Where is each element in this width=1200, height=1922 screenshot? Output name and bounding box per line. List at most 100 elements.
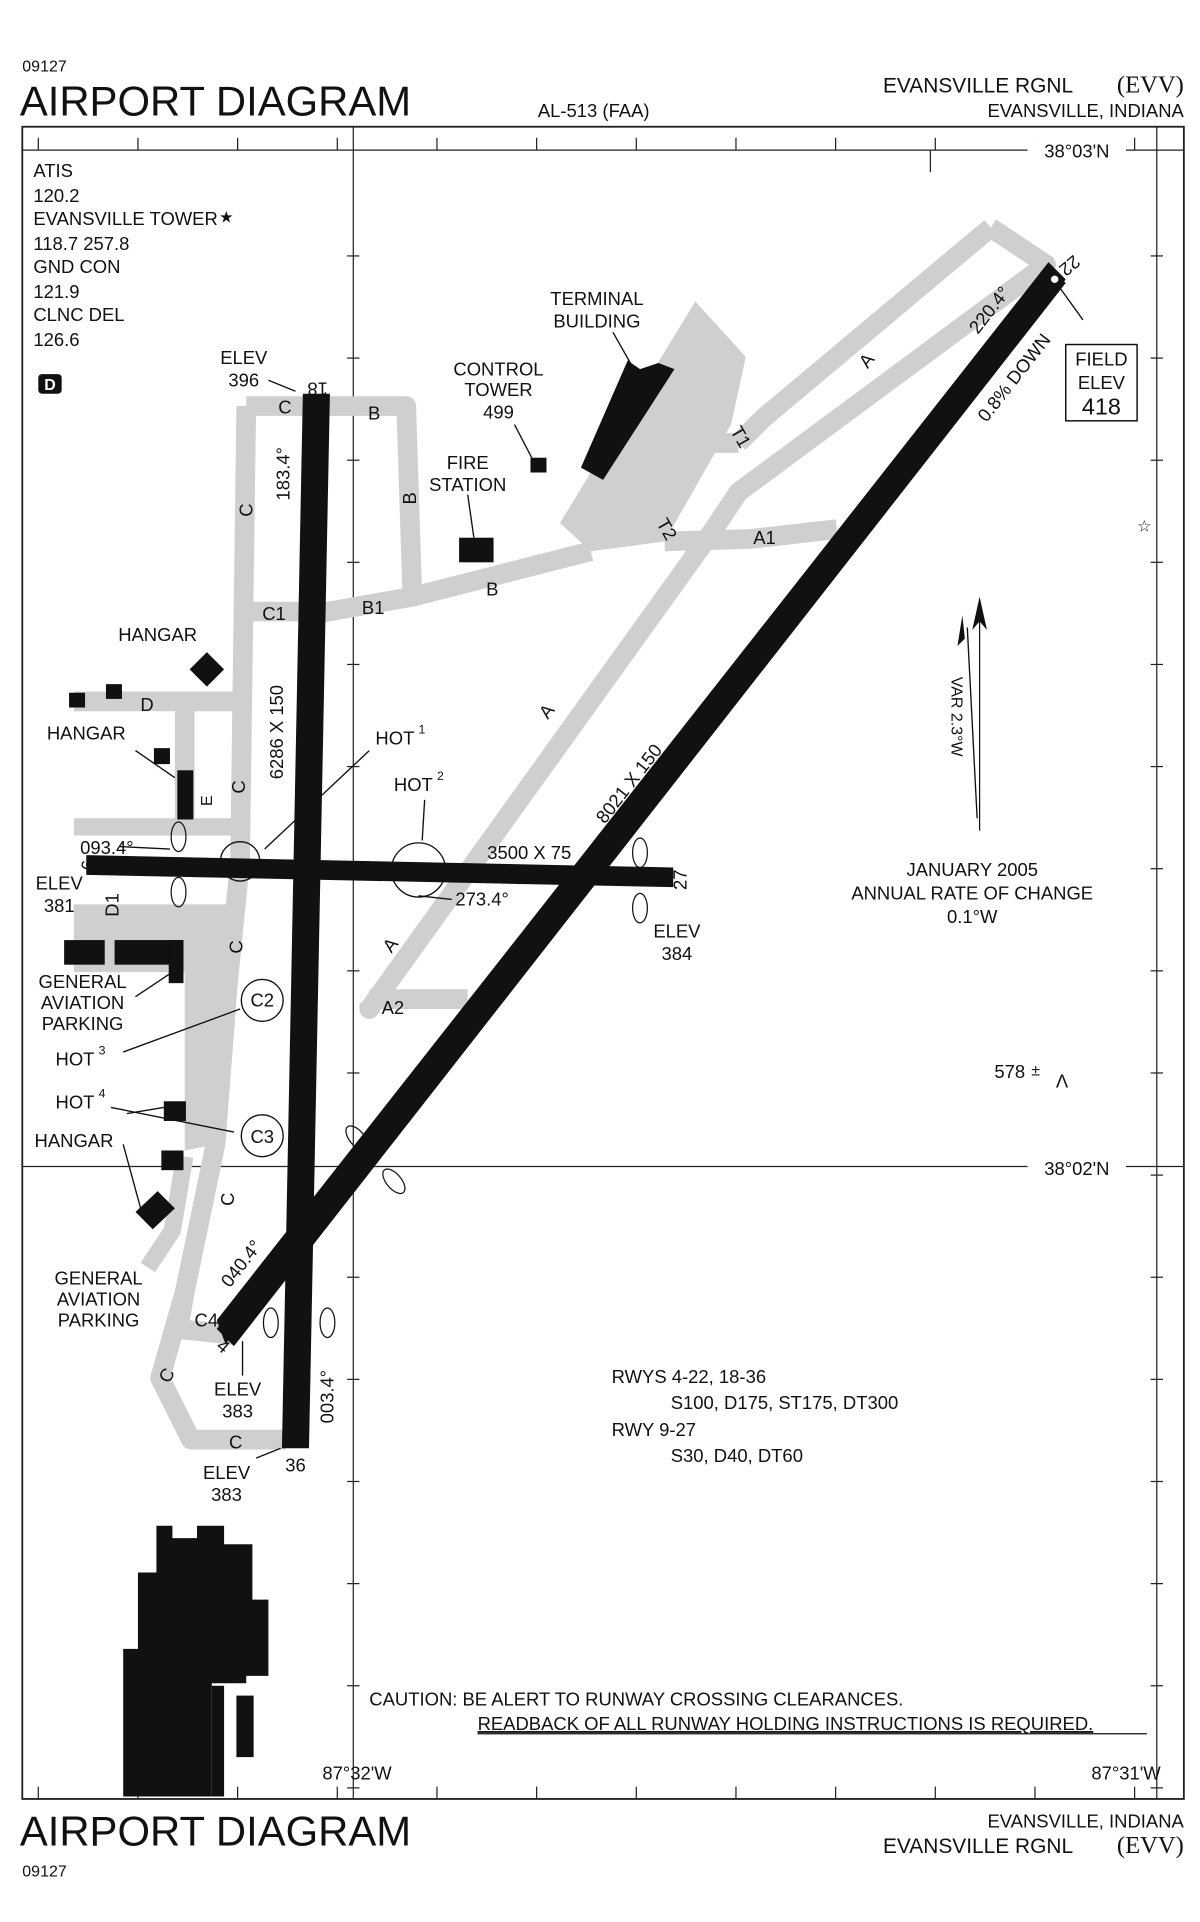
taxiway-c3-label: C3 [250,1126,274,1147]
taxiway-c-label-4: C [226,940,247,953]
taxiway-b1-label: B1 [362,597,385,618]
elev-18-value: 396 [228,369,259,390]
strength-rwys-1: RWYS 4-22, 18-36 [612,1366,766,1387]
rwy-36-label: 36 [285,1455,306,1476]
taxiway-e-label: E [199,795,216,806]
taxiway-a2-label: A2 [382,997,405,1018]
taxiway-c1-label: C1 [262,603,286,624]
obstacle-icon: Λ [1056,1071,1069,1092]
freq-tower-label: EVANSVILLE TOWER [33,208,217,229]
beacon-star-icon: ☆ [1137,519,1151,536]
elev-36-value: 383 [211,1484,242,1505]
hot-spot-2-num: 2 [437,769,444,783]
terminal-apron [560,301,746,552]
taxiway-a-label: A [854,348,879,371]
taxiway-a-label-2: A [534,699,559,722]
field-elev-label-1: FIELD [1075,348,1127,369]
taxiway-c-label: C [278,396,291,417]
hangar-label-1: HANGAR [118,624,197,645]
frequency-list: ATIS 120.2 EVANSVILLE TOWER ★ 118.7 257.… [33,160,233,350]
field-elev-value: 418 [1082,394,1121,420]
elev-36-label: ELEV [203,1462,251,1483]
tower-label-1: CONTROL [453,358,543,379]
true-north-arrow-icon [972,596,987,631]
hangar [189,652,225,687]
tower-label-2: TOWER [464,379,532,400]
obstacle-height: 578 [994,1061,1025,1082]
strength-rwys-2-values: S30, D40, DT60 [671,1445,803,1466]
freq-clnc: 126.6 [33,329,79,350]
taxiway-b-label-3: B [486,579,498,600]
runways [86,262,1066,1449]
heading-273: 273.4° [455,889,509,910]
elev-27-value: 384 [662,943,693,964]
chart-id: 09127 [22,58,67,75]
freq-gnd-label: GND CON [33,256,120,277]
rwy22-marker [1050,275,1059,284]
elev-9-value: 381 [44,895,75,916]
ga-parking-2-label-2: AVIATION [57,1289,140,1310]
taxiway-b-label-2: B [399,492,420,504]
leader-lines [110,288,1084,1459]
hot-spot-1: HOT [375,727,414,748]
field-elev-label-2: ELEV [1078,372,1126,393]
rwy-18-36-dimensions: 6286 X 150 [266,685,287,779]
d-badge [38,374,62,394]
field-elevation-box [1064,343,1138,422]
footer-airport-ident: (EVV) [1117,1832,1184,1859]
terminal-building [580,360,675,480]
hot-spot-4-num: 4 [99,1087,106,1101]
taxiway-c2-label: C2 [250,990,274,1011]
magnetic-north-arrow-icon [957,615,965,646]
control-tower [530,457,547,473]
hotspot-circles [219,840,447,1158]
terminal-label-1: TERMINAL [550,288,643,309]
fire-station [459,537,494,563]
d-badge-label: D [44,377,56,394]
rwy-9-label: 9 [77,860,98,870]
hangar-label-3: HANGAR [35,1130,114,1151]
ga-parking-label-2: AVIATION [41,992,124,1013]
page-title: AIRPORT DIAGRAM [20,78,411,125]
taxiway-c-label-3: C [228,780,249,793]
ga-parking-2-label-1: GENERAL [55,1268,143,1289]
taxiway-c-label-7: C [229,1431,242,1452]
variation-date: JANUARY 2005 [906,859,1038,880]
taxiway-d1-label: D1 [101,893,122,917]
fire-station-label-1: FIRE [447,452,489,473]
footer-airport-name: EVANSVILLE RGNL [883,1835,1073,1858]
runway-9-27 [86,855,674,888]
strength-rwys-1-values: S100, D175, ST175, DT300 [671,1392,899,1413]
buildings [64,360,675,1797]
procedure-number: AL-513 (FAA) [538,100,650,121]
ga-parking-label-1: GENERAL [39,971,127,992]
taxiway-c-label-2: C [235,503,256,516]
rwy-9-27-dimensions: 3500 X 75 [487,842,571,863]
variation-rate-label: ANNUAL RATE OF CHANGE [851,882,1093,903]
freq-tower: 118.7 257.8 [33,233,129,254]
taxiway-d-label: D [140,694,153,715]
taxiway-c4-label: C4 [195,1309,219,1330]
latitude-north: 38°03'N [1044,141,1109,162]
taxiway-a1-label: A1 [753,527,776,548]
footer-title: AIRPORT DIAGRAM [20,1808,411,1855]
caution-line-2: READBACK OF ALL RUNWAY HOLDING INSTRUCTI… [478,1713,1094,1734]
footer-city: EVANSVILLE, INDIANA [987,1810,1184,1831]
freq-gnd: 121.9 [33,281,79,302]
ga-parking-label-3: PARKING [42,1013,124,1034]
hot-spot-2: HOT [394,774,433,795]
elev-9-label: ELEV [36,873,84,894]
obstacle-plusminus: ± [1031,1062,1040,1079]
variation-rate: 0.1°W [947,906,998,927]
taxiways [73,219,1056,1450]
elev-4-label: ELEV [214,1378,262,1399]
heading-003: 003.4° [317,1370,338,1424]
hot-spot-1-num: 1 [419,722,426,736]
magnetic-variation: VAR 2.3°W [947,677,964,758]
hangar-2 [177,770,194,820]
freq-clnc-label: CLNC DEL [33,304,124,325]
longitude-east: 87°31'W [1091,1762,1161,1783]
hangar-label-2: HANGAR [47,723,126,744]
hangar-3 [135,1191,175,1230]
strength-rwys-2: RWY 9-27 [612,1419,696,1440]
